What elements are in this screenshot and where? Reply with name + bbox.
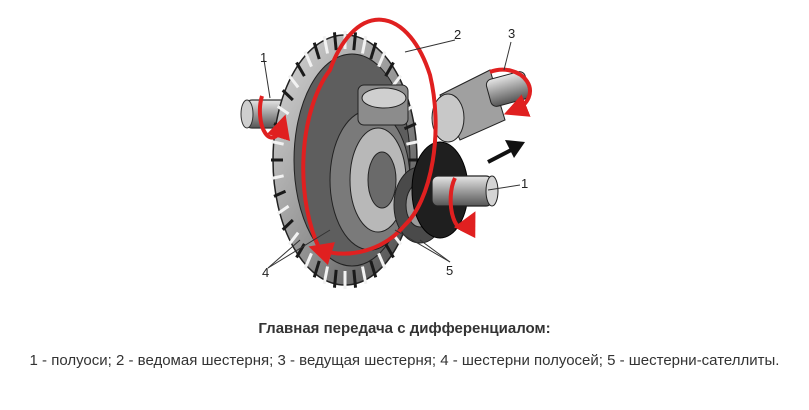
ring-gear-rotation-arrow bbox=[301, 17, 438, 266]
ring-gear-tooth bbox=[287, 231, 300, 246]
ring-gear-tooth bbox=[271, 174, 284, 180]
differential-diagram bbox=[240, 17, 532, 289]
left-shaft-rotation-arrow bbox=[257, 95, 290, 142]
ring-gear-tooth bbox=[369, 42, 378, 60]
caption-title: Главная передача с дифференциалом: bbox=[258, 320, 551, 337]
ring-gear-tooth bbox=[295, 61, 306, 77]
ring-gear-tooth bbox=[271, 140, 284, 146]
ring-gear-tooth bbox=[281, 89, 294, 102]
ring-gear-tooth bbox=[312, 42, 321, 60]
right-shaft-rotation-arrow bbox=[448, 177, 476, 239]
ring-gear-tooth bbox=[369, 260, 378, 278]
ring-gear-tooth bbox=[384, 243, 395, 259]
callout-2-driven-gear: 2 bbox=[454, 27, 462, 42]
callout-1-left-axle: 1 bbox=[260, 50, 268, 65]
ring-gear-tooth bbox=[276, 105, 290, 116]
ring-gear-tooth bbox=[273, 189, 287, 198]
ring-gear-tooth bbox=[352, 269, 358, 288]
ring-gear-tooth bbox=[322, 35, 330, 54]
ring-gear-tooth bbox=[287, 74, 300, 89]
ring-gear-tooth bbox=[276, 204, 290, 215]
ring-gear-tooth bbox=[352, 32, 358, 51]
ring-gear-tooth bbox=[281, 218, 294, 231]
callout-1-right-axle: 1 bbox=[521, 176, 529, 191]
pinion-rotation-arrow bbox=[489, 67, 532, 117]
ring-gear-tooth bbox=[332, 32, 338, 51]
ring-gear-tooth bbox=[360, 35, 368, 54]
rotation-arrows bbox=[257, 17, 532, 266]
ring-gear-tooth bbox=[332, 269, 338, 288]
direction-arrow bbox=[487, 140, 525, 164]
drive-pinion-gear bbox=[431, 69, 531, 143]
caption-body: 1 - полуоси; 2 - ведомая шестерня; 3 - в… bbox=[29, 352, 780, 369]
ring-gear-tooth bbox=[384, 61, 395, 77]
ring-gear-tooth bbox=[377, 252, 387, 270]
ring-gear-tooth bbox=[377, 50, 387, 68]
ring-gear-tooth bbox=[360, 266, 368, 285]
ring-gear-tooth bbox=[303, 50, 313, 68]
side-gears bbox=[329, 109, 411, 251]
ring-gear-tooth bbox=[403, 122, 417, 131]
leader-lines bbox=[263, 39, 521, 269]
callout-4-side-gears: 4 bbox=[262, 265, 270, 280]
ring-gear-tooth bbox=[322, 266, 330, 285]
callout-3-drive-pinion: 3 bbox=[508, 26, 516, 41]
callout-5-planet-gears: 5 bbox=[446, 263, 454, 278]
ring-gear-tooth bbox=[406, 140, 419, 146]
